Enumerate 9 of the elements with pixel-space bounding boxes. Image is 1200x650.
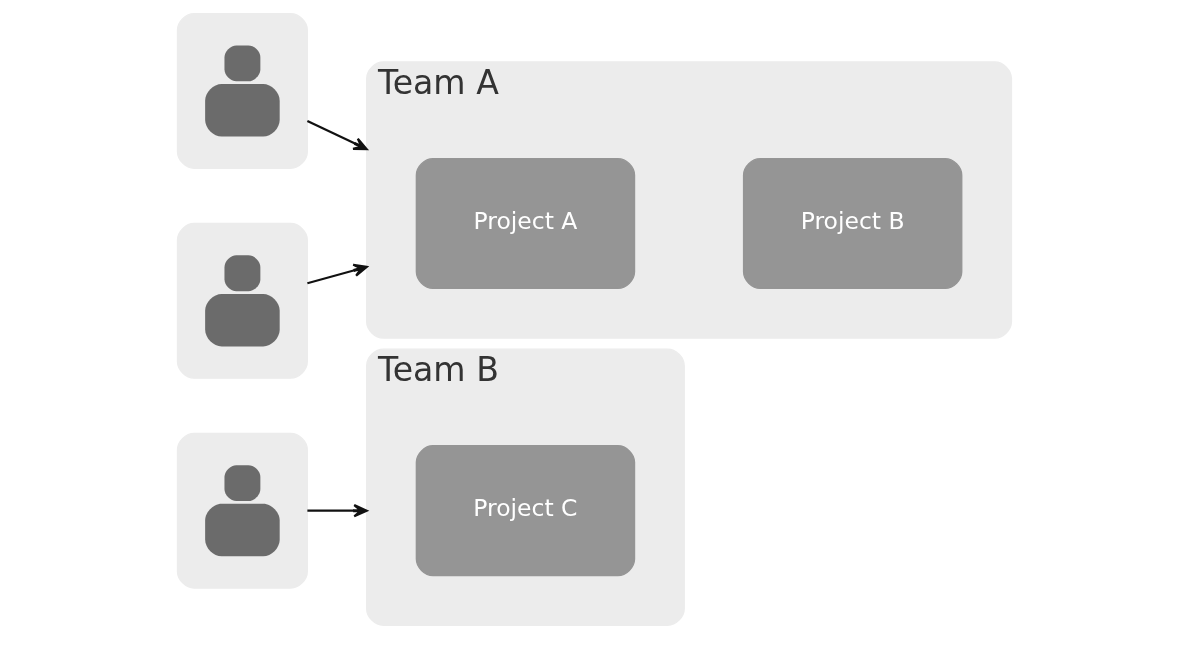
node-person bbox=[176, 222, 308, 379]
node-person bbox=[176, 12, 308, 169]
arrow bbox=[307, 263, 368, 285]
node-box: Project A bbox=[415, 157, 636, 290]
node-person bbox=[176, 432, 308, 589]
arrow bbox=[307, 504, 368, 518]
node-box: Project C bbox=[415, 445, 636, 577]
node-box: Project B bbox=[742, 157, 963, 290]
arrow bbox=[306, 120, 368, 151]
